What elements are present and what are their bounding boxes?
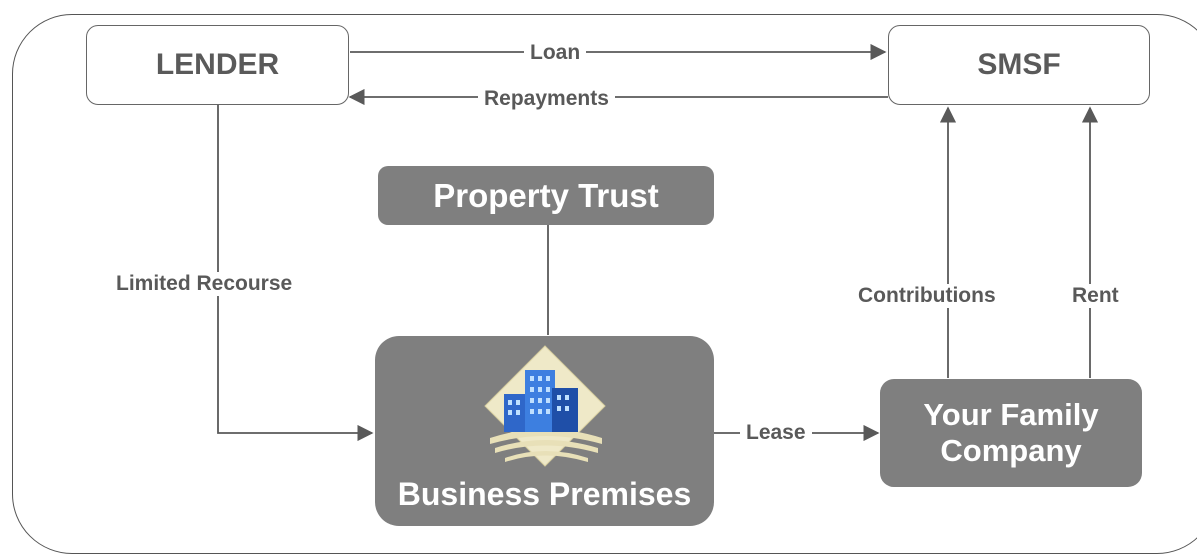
business-premises-label: Business Premises <box>397 476 692 512</box>
family-company-label-line2: Company <box>940 433 1082 468</box>
office-building-icon <box>483 345 606 467</box>
repayments-label: Repayments <box>478 87 615 111</box>
limited-recourse-arrow <box>217 105 374 442</box>
family-company-box: Your Family Company <box>880 379 1142 487</box>
lender-box: LENDER <box>86 25 349 105</box>
family-company-label-line1: Your Family <box>923 397 1099 432</box>
contributions-label: Contributions <box>852 284 1002 308</box>
business-premises-box: Business Premises <box>375 336 714 526</box>
limited-recourse-label: Limited Recourse <box>110 272 299 296</box>
lease-label: Lease <box>740 421 812 445</box>
smsf-box: SMSF <box>888 25 1150 105</box>
property-trust-box: Property Trust <box>378 166 714 225</box>
rent-label: Rent <box>1066 284 1125 308</box>
loan-label: Loan <box>524 41 587 65</box>
